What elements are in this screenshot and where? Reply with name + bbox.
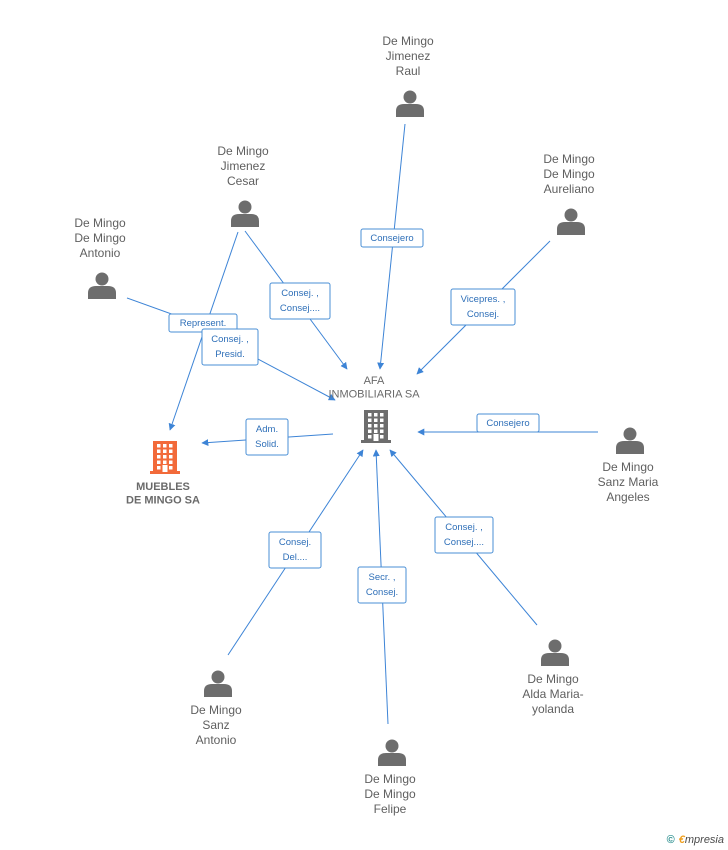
node-name-line: Felipe <box>374 802 407 816</box>
node-name-line: Cesar <box>227 174 259 188</box>
building-icon <box>361 410 391 443</box>
edge-label-text: Consej. <box>366 587 398 598</box>
edge-label-box <box>360 228 424 248</box>
node-name-line: Sanz Maria <box>598 475 659 489</box>
edge-label-box <box>450 288 516 326</box>
copyright-symbol: © <box>666 834 675 846</box>
node-muebles[interactable]: MUEBLES DE MINGO SA <box>126 441 200 507</box>
edge-label-text: Consej.... <box>444 537 484 548</box>
edge-label-text: Consej. <box>467 309 499 320</box>
edge-label-box <box>434 516 494 554</box>
node-name-line: De Mingo <box>543 167 595 181</box>
node-name-line: INMOBILIARIA SA <box>328 389 420 401</box>
node-name-line: yolanda <box>532 702 574 716</box>
node-name-line: De Mingo <box>74 231 126 245</box>
edge-label-box <box>201 328 259 366</box>
node-name-line: De Mingo <box>190 703 242 717</box>
edge-label-box <box>245 418 289 456</box>
edge-label-box <box>476 413 540 433</box>
node-name-line: De Mingo <box>217 144 269 158</box>
building-icon <box>150 441 180 474</box>
node-name-line: AFA <box>364 375 385 387</box>
edge-label-box <box>269 282 331 320</box>
brand-name: mpresia <box>684 834 724 846</box>
node-name-line: De Mingo <box>74 216 126 230</box>
node-name-line: Sanz <box>202 718 229 732</box>
edge-label-raul-to-afa[interactable]: Consejero <box>360 228 424 248</box>
nodes-layer: AFA INMOBILIARIA SA MUEBLES DE MINGO SA De M… <box>74 34 658 816</box>
node-name-line: De Mingo <box>364 772 416 786</box>
edge-label-text: Vicepres. , <box>461 294 506 305</box>
person-icon <box>557 208 585 235</box>
node-name-line: De Mingo <box>527 672 579 686</box>
edge-label-text: Represent. <box>180 318 226 329</box>
node-name-line: Raul <box>396 64 421 78</box>
empresia-watermark[interactable]: ©€mpresia <box>667 834 724 846</box>
edge-label-box <box>357 566 407 604</box>
node-name-line: Aureliano <box>544 182 595 196</box>
edge-label-sanz_maria-to-afa[interactable]: Consejero <box>476 413 540 433</box>
edge-label-box <box>268 531 322 569</box>
edge-label-text: Consejero <box>486 418 529 429</box>
brand-initial: € <box>678 834 685 846</box>
edge-label-text: Presid. <box>215 349 245 360</box>
person-icon <box>88 272 116 299</box>
edge-label-antonio_dm-to-afa[interactable]: Consej. , Presid. <box>201 328 259 366</box>
person-icon <box>231 200 259 227</box>
edge-label-text: Consej. , <box>211 334 249 345</box>
edge-label-text: Consejero <box>370 233 413 244</box>
edge-label-text: Consej. , <box>281 288 319 299</box>
node-name-line: Alda Maria- <box>522 687 583 701</box>
edge-label-text: Consej.... <box>280 303 320 314</box>
edge-label-afa-to-muebles[interactable]: Adm. Solid. <box>245 418 289 456</box>
person-icon <box>396 90 424 117</box>
node-name-line: De Mingo <box>382 34 434 48</box>
person-icon <box>616 427 644 454</box>
node-afa[interactable]: AFA INMOBILIARIA SA <box>328 375 420 443</box>
edge-label-text: Del.... <box>283 552 308 563</box>
person-icon <box>541 639 569 666</box>
edge-label-alda-to-afa[interactable]: Consej. , Consej.... <box>434 516 494 554</box>
node-name-line: Antonio <box>80 246 121 260</box>
person-icon <box>378 739 406 766</box>
edge-label-sanz_antonio-to-afa[interactable]: Consej. Del.... <box>268 531 322 569</box>
edge-label-text: Adm. <box>256 424 278 435</box>
edge-label-text: Secr. , <box>369 572 396 583</box>
node-name-line: Angeles <box>606 490 649 504</box>
node-name-line: Jimenez <box>221 159 266 173</box>
node-name-line: De Mingo <box>364 787 416 801</box>
node-name-line: Jimenez <box>386 49 431 63</box>
node-name-line: MUEBLES <box>136 481 190 493</box>
edge-label-text: Consej. , <box>445 522 483 533</box>
node-name-line: De Mingo <box>602 460 654 474</box>
edge-label-text: Solid. <box>255 439 279 450</box>
node-name-line: De Mingo <box>543 152 595 166</box>
edge-label-aureliano-to-afa[interactable]: Vicepres. , Consej. <box>450 288 516 326</box>
edge-label-text: Consej. <box>279 537 311 548</box>
person-icon <box>204 670 232 697</box>
node-name-line: DE MINGO SA <box>126 495 200 507</box>
edge-label-felipe-to-afa[interactable]: Secr. , Consej. <box>357 566 407 604</box>
edge-label-cesar-to-afa[interactable]: Consej. , Consej.... <box>269 282 331 320</box>
node-name-line: Antonio <box>196 733 237 747</box>
